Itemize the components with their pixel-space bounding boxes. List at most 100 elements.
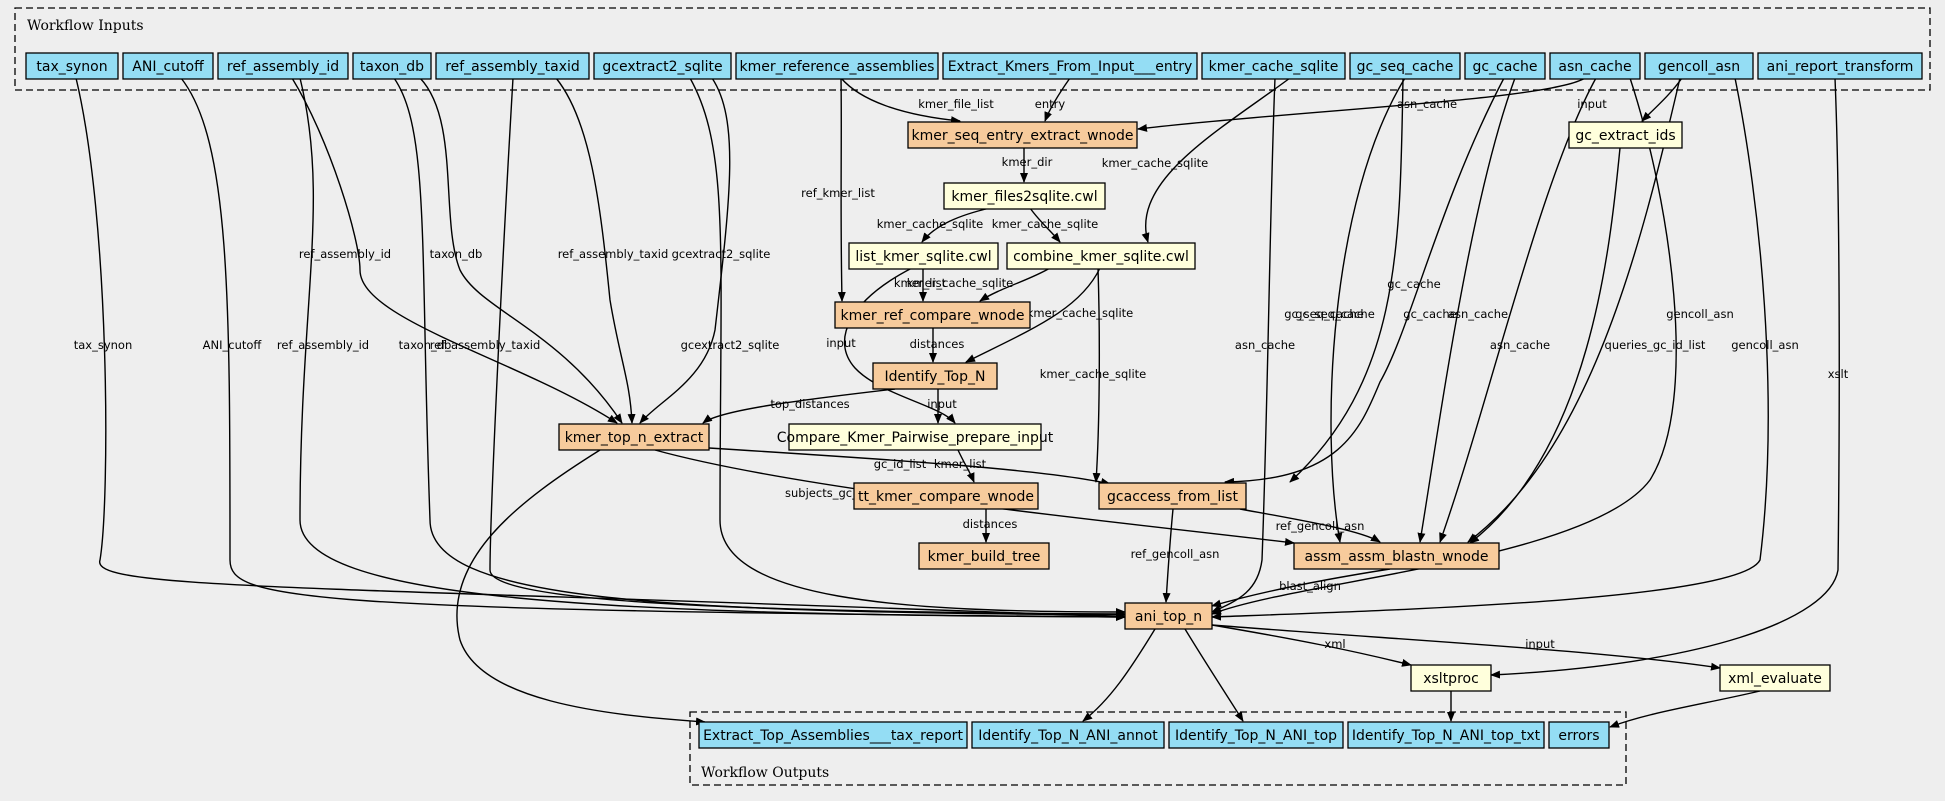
node-box bbox=[217, 52, 349, 80]
workflow-inputs-label: Workflow Inputs bbox=[27, 18, 144, 34]
edge-gc_cache-27 bbox=[1417, 77, 1516, 543]
edge-input-48 bbox=[1211, 624, 1721, 671]
edge-label-ref_gencoll_asn: ref_gencoll_asn bbox=[1131, 547, 1220, 561]
edge-ref_assembly_taxid-11 bbox=[555, 77, 636, 424]
node-label: gc_seq_cache bbox=[1357, 59, 1454, 75]
edge-label-ref_assembly_taxid: ref_assembly_taxid bbox=[430, 338, 541, 352]
edge-label-blast_align: blast_align bbox=[1279, 579, 1341, 593]
node-label: asn_cache bbox=[1558, 59, 1631, 75]
node-box bbox=[1644, 52, 1754, 80]
node-box bbox=[1098, 482, 1247, 510]
edge-ref_assembly_id-40 bbox=[299, 77, 1126, 621]
edge-gcextract2_sqlite-43 bbox=[689, 77, 1126, 616]
edge-top_distances-18 bbox=[702, 388, 896, 424]
node-kmer-build-tree: kmer_build_tree bbox=[918, 542, 1050, 570]
node-tt-kmer-compare-wnode: tt_kmer_compare_wnode bbox=[853, 482, 1039, 510]
edge-gc_seq_cache-26 bbox=[1330, 77, 1406, 543]
edge-label-asn_cache: asn_cache bbox=[1397, 97, 1457, 111]
node-box bbox=[1464, 52, 1546, 80]
node-kmer-reference-assemblies: kmer_reference_assemblies bbox=[735, 52, 939, 80]
node-gcextract2-sqlite: gcextract2_sqlite bbox=[593, 52, 732, 80]
edge-label-input: input bbox=[1577, 97, 1607, 111]
node-ani-cutoff: ANI_cutoff bbox=[122, 52, 214, 80]
edge-ref_assembly_taxid-42 bbox=[489, 77, 1126, 618]
node-label: tax_synon bbox=[36, 59, 107, 75]
edge-label-gc_seq_cache: gc_seq_cache bbox=[1295, 307, 1375, 321]
node-box bbox=[1757, 52, 1923, 80]
edge-asn_cache-2 bbox=[1137, 77, 1586, 132]
node-box bbox=[1006, 242, 1196, 270]
node-label: ani_report_transform bbox=[1767, 59, 1914, 75]
node-box bbox=[25, 52, 119, 80]
edge-label-queries_gc_id_list: queries_gc_id_list bbox=[1605, 338, 1706, 352]
node-xml-evaluate: xml_evaluate bbox=[1719, 664, 1831, 692]
node-out-errors: errors bbox=[1548, 721, 1610, 749]
edge-ref_kmer_list-5 bbox=[837, 77, 846, 302]
node-label: Identify_Top_N_ANI_top bbox=[1175, 728, 1337, 744]
edge-label-kmer_cache_sqlite: kmer_cache_sqlite bbox=[992, 217, 1099, 231]
node-label: Identify_Top_N bbox=[885, 369, 986, 385]
edge-ref_gencoll_asn-30 bbox=[1239, 508, 1381, 543]
edge-ref_gencoll_asn-33 bbox=[1162, 508, 1174, 603]
edge-kmer_cache_sqlite-6 bbox=[921, 207, 991, 243]
edge-label-kmer_list: kmer_list bbox=[894, 276, 947, 290]
node-ani-top-n: ani_top_n bbox=[1124, 602, 1213, 630]
edge-kmer_list-21 bbox=[957, 449, 975, 483]
edge-label-kmer_cache_sqlite: kmer_cache_sqlite bbox=[1027, 306, 1134, 320]
nodes: tax_synon ANI_cutoff ref_assembly_id taxon_… bbox=[25, 52, 1923, 749]
node-label: Identify_Top_N_ANI_top_txt bbox=[1352, 728, 1541, 744]
edge-label-top_distances: top_distances bbox=[770, 397, 849, 411]
edge-gcextract2_sqlite-12 bbox=[639, 77, 731, 424]
edge-label-ref_kmer_list: ref_kmer_list bbox=[801, 186, 875, 200]
edge-label-gc_id_list: gc_id_list bbox=[874, 457, 927, 471]
node-box bbox=[735, 52, 939, 80]
edge-label-gc_cache: gc_cache bbox=[1387, 277, 1440, 291]
node-box bbox=[698, 721, 968, 749]
edge-input-3 bbox=[1641, 77, 1683, 122]
edge-output-45 bbox=[1082, 628, 1156, 722]
node-label: gencoll_asn bbox=[1658, 59, 1740, 75]
edge-label-xslt: xslt bbox=[1828, 367, 1849, 381]
node-box bbox=[942, 52, 1198, 80]
edge-output-44 bbox=[456, 449, 706, 726]
edge-label-kmer_list: kmer_list bbox=[934, 457, 987, 471]
edge-label-gcextract2_sqlite: gcextract2_sqlite bbox=[672, 247, 771, 261]
edge-label-entry: entry bbox=[1035, 97, 1066, 111]
edge-label-kmer_cache_sqlite: kmer_cache_sqlite bbox=[907, 276, 1014, 290]
edge-gc_id_list-22 bbox=[708, 447, 1111, 486]
edge-label-ref_assembly_taxid: ref_assembly_taxid bbox=[558, 247, 669, 261]
node-box bbox=[435, 52, 590, 80]
node-box bbox=[872, 362, 998, 390]
edge-kmer_file_list-0 bbox=[840, 77, 961, 125]
node-box bbox=[971, 721, 1165, 749]
node-label: kmer_seq_entry_extract_wnode bbox=[912, 128, 1134, 144]
node-label: Compare_Kmer_Pairwise_prepare_input bbox=[777, 430, 1054, 446]
edge-label-input: input bbox=[927, 397, 957, 411]
node-label: Identify_Top_N_ANI_annot bbox=[978, 728, 1158, 744]
node-ani-report-transform: ani_report_transform bbox=[1757, 52, 1923, 80]
edge-output-51 bbox=[1609, 690, 1761, 728]
edge-kmer_cache_sqlite-20 bbox=[1092, 267, 1101, 483]
node-label: kmer_cache_sqlite bbox=[1209, 59, 1339, 75]
node-label: assm_assm_blastn_wnode bbox=[1304, 549, 1488, 565]
node-taxon-db: taxon_db bbox=[352, 52, 432, 80]
node-label: kmer_files2sqlite.cwl bbox=[951, 189, 1097, 205]
edge-label-distances: distances bbox=[910, 337, 965, 351]
node-gc-cache: gc_cache bbox=[1464, 52, 1546, 80]
edge-ANI_cutoff-39 bbox=[180, 77, 1126, 621]
workflow-outputs-label: Workflow Outputs bbox=[701, 765, 829, 781]
edge-gc_cache-24 bbox=[1289, 77, 1404, 483]
edge-asn_cache-36 bbox=[1211, 77, 1677, 615]
node-kmer-seq-entry-extract-wnode: kmer_seq_entry_extract_wnode bbox=[907, 121, 1138, 149]
edge-label-ref_assembly_id: ref_assembly_id bbox=[299, 247, 391, 261]
node-kmer-cache-sqlite: kmer_cache_sqlite bbox=[1201, 52, 1346, 80]
edge-label-asn_cache: asn_cache bbox=[1235, 338, 1295, 352]
node-label: xml_evaluate bbox=[1728, 671, 1822, 687]
node-gcaccess-from-list: gcaccess_from_list bbox=[1098, 482, 1247, 510]
edge-label-gc_cache: gc_cache bbox=[1403, 307, 1456, 321]
node-label: list_kmer_sqlite.cwl bbox=[855, 249, 991, 265]
edge-label-distances: distances bbox=[963, 517, 1018, 531]
edge-label-gcextract2_sqlite: gcextract2_sqlite bbox=[681, 338, 780, 352]
